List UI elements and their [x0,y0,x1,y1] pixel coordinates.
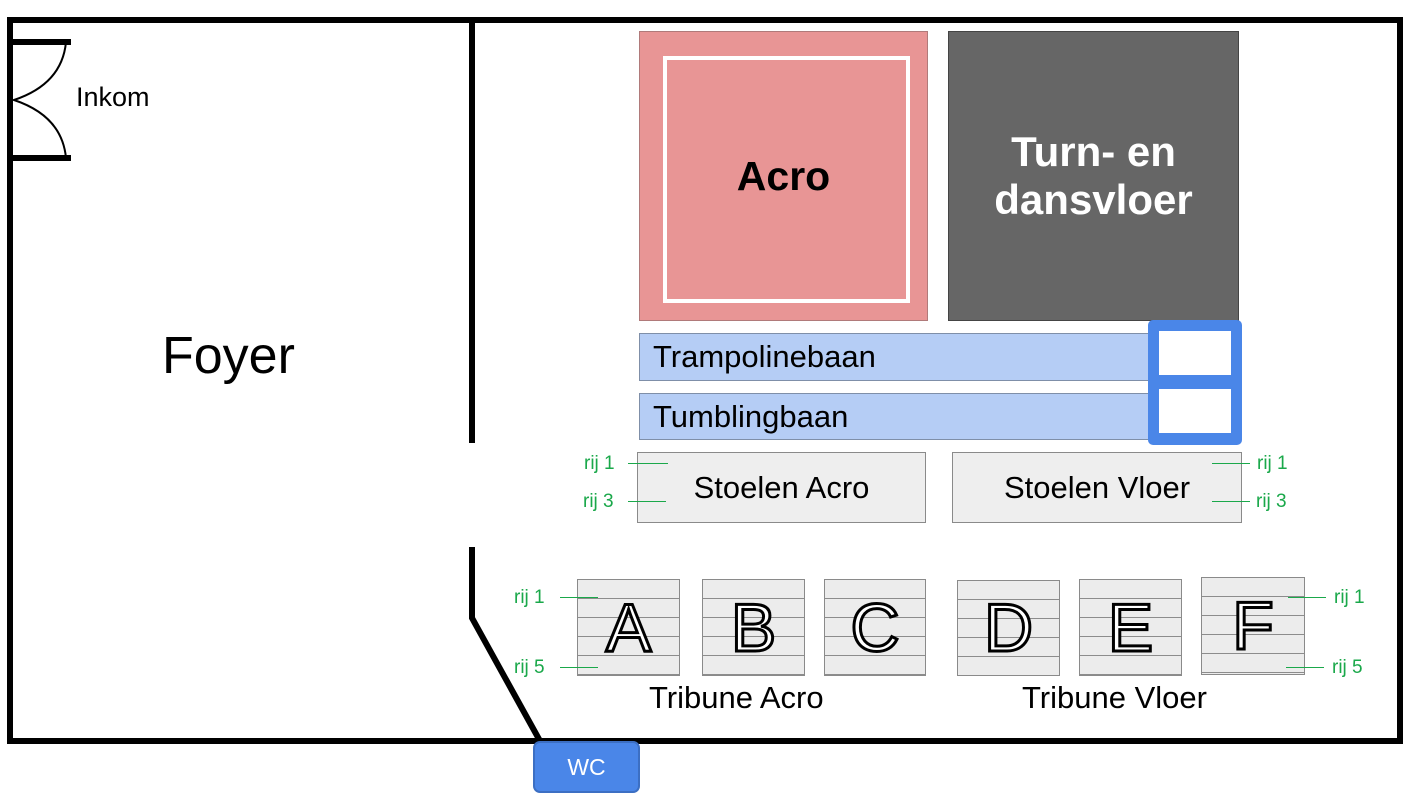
chairs-floor-row-first-line [1212,463,1250,464]
stand-f: F [1201,577,1305,675]
chairs-acro: Stoelen Acro [637,452,926,523]
stand-acro-row-last-line [560,667,598,668]
stand-acro-row-first-line [560,597,598,598]
landing-area [1148,320,1242,445]
stand-floor-row-last-line [1286,667,1324,668]
chairs-acro-label: Stoelen Acro [693,469,870,505]
stand-c-letter: C [849,589,901,666]
floor-zone: Turn- en dansvloer [948,31,1239,321]
stand-acro-row-first: rij 1 [514,587,545,608]
chairs-floor-row-first: rij 1 [1257,453,1288,474]
stand-floor-row-first-line [1288,597,1326,598]
stand-floor-label: Tribune Vloer [1022,680,1207,715]
stand-acro-row-last: rij 5 [514,657,545,678]
chairs-acro-row-first: rij 1 [584,453,615,474]
stand-floor-row-last: rij 5 [1332,657,1363,678]
acro-mat-border [663,56,910,303]
stand-d-letter: D [982,590,1034,666]
stand-a-letter: A [604,589,652,666]
chairs-acro-row-last-line [628,501,666,502]
landing-mat-trampoline [1159,331,1231,375]
trampoline-label: Trampolinebaan [653,339,876,374]
landing-mat-tumbling [1159,389,1231,433]
chairs-floor-row-last: rij 3 [1256,491,1287,512]
outer-wall [7,17,1403,744]
acro-zone: Acro [639,31,928,321]
foyer-label: Foyer [162,327,295,385]
tumbling-label: Tumblingbaan [653,398,849,434]
wc-box: WC [533,741,640,793]
stand-b-letter: B [729,589,777,666]
chairs-floor: Stoelen Vloer [952,452,1242,523]
chairs-floor-label: Stoelen Vloer [1003,469,1191,505]
stand-e-letter: E [1106,589,1154,666]
stand-f-letter: F [1231,588,1276,664]
acro-label: Acro [736,152,831,199]
trampoline-lane: Trampolinebaan [639,333,1199,381]
stand-floor-row-first: rij 1 [1334,587,1365,608]
chairs-floor-row-last-line [1212,501,1250,502]
chairs-acro-row-last: rij 3 [583,491,614,512]
stand-a: A [577,579,680,676]
stand-e: E [1079,579,1182,676]
stand-d: D [957,580,1060,676]
foyer-wall-lower [469,547,545,746]
stand-b: B [702,579,805,676]
wc-label: WC [567,753,606,780]
stand-c: C [824,579,926,676]
floor-label-line1: Turn- en [1011,128,1176,175]
stand-acro-label: Tribune Acro [649,680,824,715]
entrance-label: Inkom [76,82,150,112]
chairs-acro-row-first-line [628,463,668,464]
tumbling-lane: Tumblingbaan [639,393,1199,440]
door-swing-arcs [10,41,67,159]
floor-label-line2: dansvloer [994,176,1193,223]
